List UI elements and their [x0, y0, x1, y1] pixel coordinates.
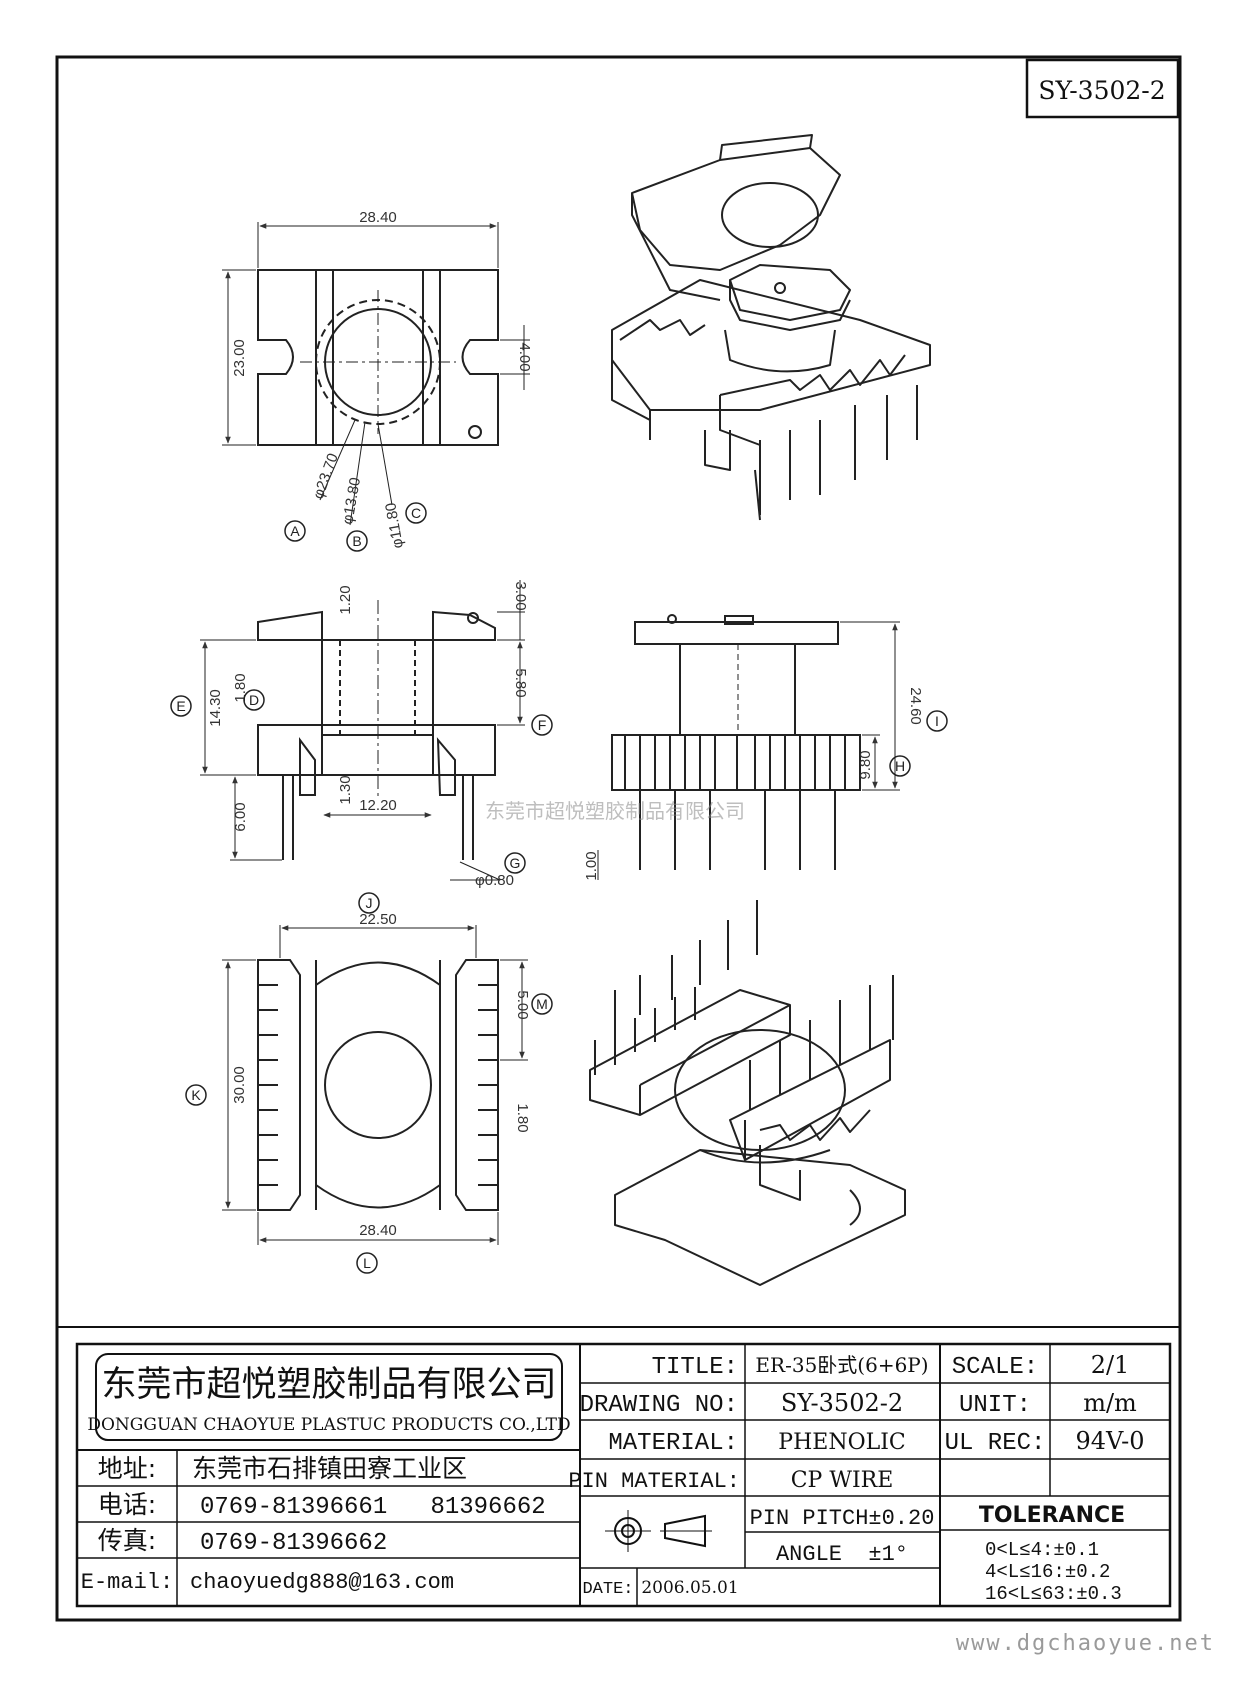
svg-text:L: L: [363, 1255, 371, 1271]
svg-text:A: A: [290, 523, 300, 539]
dim-b: φ13.80: [339, 476, 364, 525]
fax-label: 传真:: [98, 1526, 156, 1555]
bottom-view-dims: 22.50 30.00 28.40 5.00 1.80 J K L M: [185, 892, 553, 1274]
svg-text:K: K: [191, 1087, 201, 1103]
address-label: 地址:: [98, 1454, 156, 1483]
callout-a: A: [284, 520, 306, 542]
front-view: [200, 580, 525, 881]
iso-view-top: [611, 134, 931, 521]
address-value: 东莞市石排镇田寮工业区: [192, 1454, 467, 1483]
tolerance-2: 4<L≤16:±0.2: [985, 1561, 1110, 1583]
dim-a: φ23.70: [310, 451, 342, 501]
callout-l: L: [356, 1252, 378, 1274]
dim-top-slot: 4.00: [516, 342, 533, 371]
dim-i: 24.60: [907, 687, 924, 725]
date-label: DATE:: [582, 1580, 633, 1599]
dim-k: 30.00: [231, 1066, 248, 1104]
callout-j: J: [358, 892, 380, 914]
angle: ANGLE ±1°: [776, 1542, 908, 1567]
dim-pitch: 1.80: [514, 1103, 531, 1132]
dim-bottom-flange: 1.30: [337, 775, 354, 804]
dim-f: 5.80: [512, 668, 529, 697]
projection-symbol-icon: [605, 1510, 712, 1552]
dim-d: 1.80: [232, 673, 249, 702]
material-label: MATERIAL:: [608, 1430, 738, 1457]
svg-text:J: J: [366, 895, 373, 911]
tolerance-3: 16<L≤63:±0.3: [985, 1583, 1122, 1605]
svg-text:M: M: [536, 996, 548, 1012]
outer-frame: [55, 55, 1182, 1622]
side-view-dims: 24.60 9.80 1.00 H I: [583, 687, 948, 881]
watermark-center: 东莞市超悦塑胶制品有限公司: [485, 799, 745, 823]
top-view-dims: 28.40 23.00 4.00 φ23.70 φ13.80 φ11.80 A …: [231, 209, 533, 552]
dim-core-width: 12.20: [359, 797, 397, 814]
dim-e: 14.30: [207, 689, 224, 727]
pin-material-value: CP WIRE: [791, 1468, 894, 1493]
phone-label: 电话:: [98, 1490, 156, 1519]
svg-text:C: C: [411, 505, 421, 521]
dim-l: 28.40: [359, 1222, 397, 1239]
svg-text:H: H: [895, 758, 905, 774]
email-value: chaoyuedg888@163.com: [190, 1570, 454, 1595]
iso-view-bottom: [589, 900, 906, 1286]
svg-text:G: G: [510, 855, 521, 871]
title-block: 东莞市超悦塑胶制品有限公司 DONGGUAN CHAOYUE PLASTUC P…: [57, 1326, 1180, 1608]
top-view: [222, 222, 530, 526]
scale-label: SCALE:: [952, 1354, 1038, 1381]
ul-value: 94V-0: [1075, 1427, 1144, 1455]
tolerance-1: 0<L≤4:±0.1: [985, 1539, 1099, 1561]
callout-f: F: [531, 714, 553, 736]
dim-pin: 1.00: [583, 851, 600, 880]
dim-top-width: 28.40: [359, 209, 397, 226]
front-view-dims: 1.20 14.30 1.80 6.00 1.30 12.20 3.00 5.8…: [170, 581, 553, 889]
title-label: TITLE:: [652, 1354, 738, 1381]
svg-text:D: D: [249, 692, 259, 708]
callout-m: M: [531, 993, 553, 1015]
dim-j: 22.50: [359, 911, 397, 928]
callout-g: G: [504, 852, 526, 874]
svg-text:I: I: [935, 713, 939, 729]
ul-label: UL REC:: [945, 1430, 1046, 1457]
unit-label: UNIT:: [959, 1392, 1031, 1419]
svg-text:E: E: [176, 698, 185, 714]
company-name-en: DONGGUAN CHAOYUE PLASTUC PRODUCTS CO.,LT…: [87, 1415, 570, 1435]
dim-top-height: 23.00: [231, 339, 248, 377]
title-value: ER-35卧式(6+6P): [755, 1353, 928, 1377]
scale-value: 2/1: [1091, 1351, 1130, 1379]
callout-d: D: [243, 689, 265, 711]
date-value: 2006.05.01: [641, 1578, 738, 1598]
callout-k: K: [185, 1084, 207, 1106]
drawing-no-label: DRAWING NO:: [580, 1392, 738, 1419]
svg-text:F: F: [538, 717, 547, 733]
website-watermark: www.dgchaoyue.net: [956, 1631, 1215, 1656]
drawing-code-box: SY-3502-2: [1025, 58, 1180, 119]
email-label: E-mail:: [81, 1570, 173, 1595]
svg-text:B: B: [352, 533, 361, 549]
pin-material-label: PIN MATERIAL:: [568, 1469, 740, 1494]
material-value: PHENOLIC: [778, 1430, 905, 1455]
phone-value: 0769-81396661 81396662: [200, 1494, 546, 1521]
callout-c: C: [405, 502, 427, 524]
dim-g: φ0.80: [475, 872, 514, 889]
callout-i: I: [926, 710, 948, 732]
dim-h: 9.80: [857, 750, 874, 779]
callout-e: E: [170, 695, 192, 717]
fax-value: 0769-81396662: [200, 1530, 387, 1557]
dim-m: 5.00: [514, 990, 531, 1019]
dim-pin-len: 6.00: [232, 802, 249, 831]
side-view: [597, 614, 900, 880]
pin-pitch: PIN PITCH±0.20: [750, 1506, 935, 1531]
drawing-no-value: SY-3502-2: [781, 1389, 903, 1417]
dim-c: φ11.80: [382, 501, 407, 549]
dim-top-right: 3.00: [512, 581, 529, 610]
drawing-code: SY-3502-2: [1038, 76, 1165, 105]
unit-value: m/m: [1083, 1389, 1137, 1417]
company-name-cn: 东莞市超悦塑胶制品有限公司: [101, 1365, 556, 1405]
dim-top-flange: 1.20: [337, 585, 354, 614]
tolerance-label: TOLERANCE: [979, 1503, 1125, 1528]
bottom-view: [222, 925, 528, 1245]
callout-b: B: [346, 530, 368, 552]
callout-h: H: [889, 755, 911, 777]
